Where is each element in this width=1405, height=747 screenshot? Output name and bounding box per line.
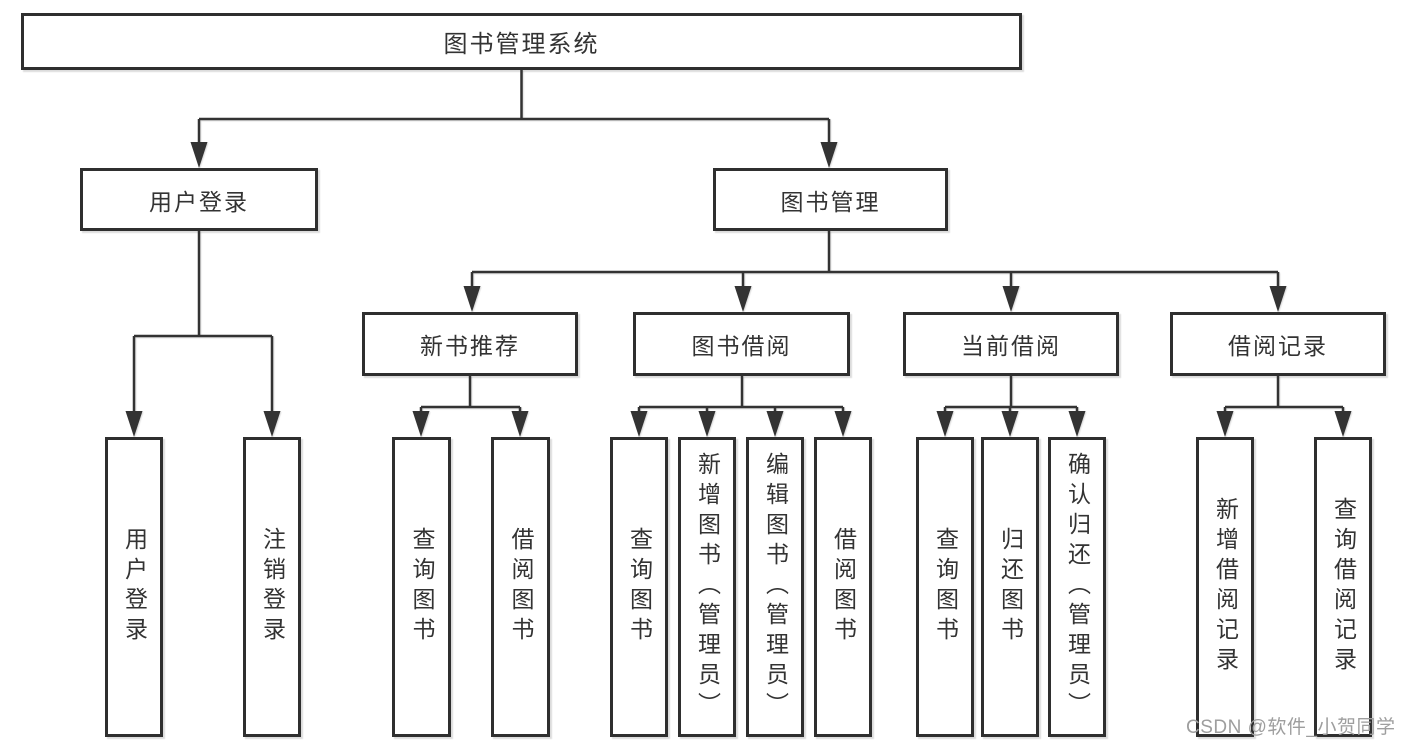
leaf-label: 查询图书 bbox=[626, 527, 653, 647]
node-label: 当前借阅 bbox=[961, 333, 1061, 359]
node-label: 图书管理系统 bbox=[443, 31, 600, 58]
leaf-label: 确认归还（管理员） bbox=[1064, 452, 1091, 722]
node-book-management: 图书管理 bbox=[713, 168, 948, 231]
node-borrow-records: 借阅记录 bbox=[1170, 312, 1386, 376]
leaf-logout: 注销登录 bbox=[243, 437, 301, 737]
node-current-borrowing: 当前借阅 bbox=[903, 312, 1119, 376]
node-user-login: 用户登录 bbox=[80, 168, 318, 231]
leaf-label: 编辑图书（管理员） bbox=[762, 452, 789, 722]
leaf-confirm-return-admin: 确认归还（管理员） bbox=[1048, 437, 1106, 737]
leaf-add-book-admin: 新增图书（管理员） bbox=[678, 437, 736, 737]
leaf-label: 新增借阅记录 bbox=[1212, 497, 1239, 677]
leaf-label: 新增图书（管理员） bbox=[694, 452, 721, 722]
leaf-label: 注销登录 bbox=[259, 527, 286, 647]
leaf-return-books: 归还图书 bbox=[981, 437, 1039, 737]
leaf-query-borrow-record: 查询借阅记录 bbox=[1314, 437, 1372, 737]
node-label: 借阅记录 bbox=[1228, 333, 1328, 359]
leaf-borrow-books-recommend: 借阅图书 bbox=[491, 437, 550, 737]
leaf-edit-book-admin: 编辑图书（管理员） bbox=[746, 437, 804, 737]
watermark-csdn: CSDN @软件_小贺同学 bbox=[1186, 717, 1396, 738]
leaf-query-books-recommend: 查询图书 bbox=[392, 437, 451, 737]
leaf-query-books-borrowing: 查询图书 bbox=[610, 437, 668, 737]
leaf-borrow-books-borrowing: 借阅图书 bbox=[814, 437, 872, 737]
leaf-user-login: 用户登录 bbox=[105, 437, 163, 737]
node-label: 图书管理 bbox=[780, 188, 881, 215]
leaf-label: 归还图书 bbox=[997, 527, 1024, 647]
node-book-borrowing: 图书借阅 bbox=[633, 312, 850, 376]
leaf-add-borrow-record: 新增借阅记录 bbox=[1196, 437, 1254, 737]
leaf-label: 查询图书 bbox=[409, 527, 435, 647]
node-new-book-recommend: 新书推荐 bbox=[362, 312, 578, 376]
node-label: 新书推荐 bbox=[420, 333, 520, 359]
leaf-label: 借阅图书 bbox=[830, 527, 857, 647]
node-library-system: 图书管理系统 bbox=[21, 13, 1022, 70]
leaf-label: 查询图书 bbox=[932, 527, 959, 647]
node-label: 用户登录 bbox=[149, 188, 249, 215]
leaf-label: 查询借阅记录 bbox=[1330, 497, 1357, 677]
leaf-label: 用户登录 bbox=[121, 527, 148, 647]
node-label: 图书借阅 bbox=[691, 333, 792, 359]
leaf-label: 借阅图书 bbox=[508, 527, 534, 647]
leaf-query-books-current: 查询图书 bbox=[916, 437, 974, 737]
